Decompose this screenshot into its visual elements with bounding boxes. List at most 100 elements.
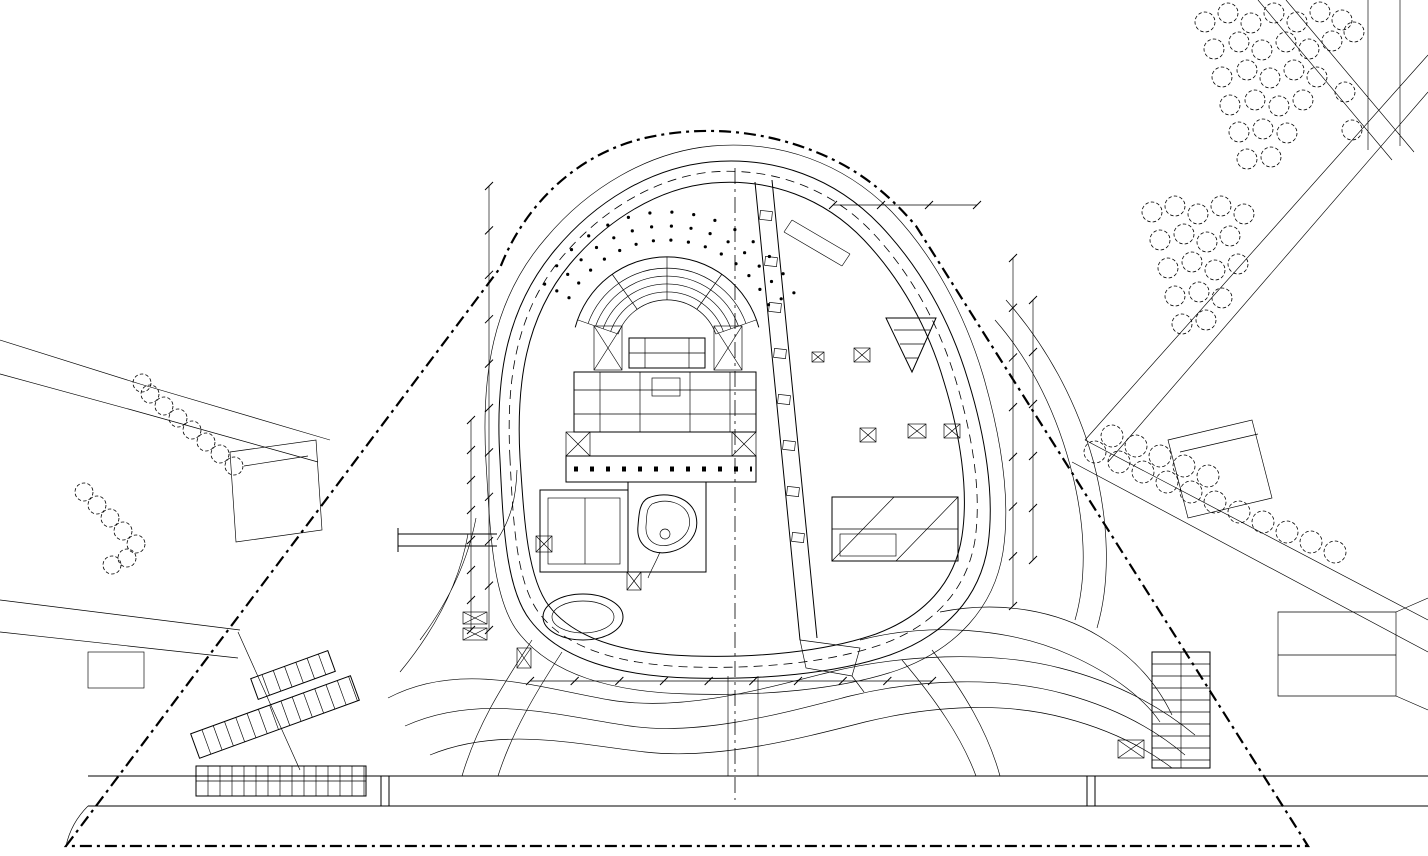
tree-canopy: [1321, 30, 1343, 52]
planter-block: [768, 302, 782, 313]
perimeter-roads: [65, 469, 1428, 847]
plaza-dot: [757, 264, 761, 268]
plaza-dot: [767, 254, 772, 259]
plaza-dot: [689, 226, 693, 230]
site-boundary: [63, 129, 1310, 848]
tree-canopy: [113, 521, 133, 541]
hatched-block: [565, 431, 591, 457]
plaza-dot: [713, 218, 717, 222]
service-blocks: [462, 325, 1145, 759]
dimension-tick: [484, 448, 494, 457]
dimension-tick: [466, 445, 476, 455]
tree-canopy: [1343, 21, 1365, 43]
tree-canopy: [1211, 66, 1233, 88]
hatched-triangle-canopy: [885, 317, 937, 374]
plaza-dot: [589, 268, 593, 272]
planter-block: [782, 440, 796, 451]
dimension-tick: [838, 676, 848, 686]
hatched-block: [593, 325, 623, 371]
tree-canopy: [1179, 480, 1203, 504]
tree-canopy: [1196, 464, 1220, 488]
tree-canopy: [117, 548, 137, 568]
street-trees: [74, 1, 1365, 575]
tree-canopy: [1171, 313, 1193, 335]
tree-canopy: [1107, 450, 1131, 474]
dimension-tick: [570, 676, 580, 686]
tree-canopy: [1100, 424, 1124, 448]
tree-canopy: [100, 508, 120, 528]
planter-block: [773, 348, 787, 359]
planter-block: [759, 210, 773, 221]
west-street-network: [0, 339, 331, 771]
tree-canopy: [1298, 38, 1320, 60]
tree-canopy: [126, 534, 146, 554]
tree-canopy: [1164, 285, 1186, 307]
dimension-tick: [484, 270, 494, 280]
tree-canopy: [1210, 195, 1232, 217]
parking-strip: [195, 765, 367, 797]
plaza-dot: [555, 289, 559, 293]
dimension-tick: [1028, 503, 1038, 513]
hatched-block: [811, 351, 825, 363]
aisle-lines: [577, 257, 757, 335]
plaza-dot: [670, 210, 674, 214]
tree-canopy: [168, 408, 188, 428]
dimension-tick: [924, 200, 934, 210]
dimension-tick: [793, 676, 803, 686]
tree-canopy: [1131, 460, 1155, 484]
tree-canopy: [1228, 121, 1250, 143]
dimension-tick: [1028, 347, 1038, 357]
plaza-dot: [569, 248, 574, 252]
tree-canopy: [132, 373, 152, 393]
dimension-tick: [525, 676, 535, 686]
tree-canopy: [1259, 67, 1281, 89]
hatched-block: [859, 427, 877, 443]
courtyard-pond: [637, 494, 698, 554]
plaza-dot: [669, 238, 673, 242]
tree-canopy: [1219, 94, 1241, 116]
plaza-dot: [692, 213, 696, 217]
plaza-dot: [779, 297, 783, 301]
plaza-dot: [758, 287, 762, 291]
dimension-tick: [484, 359, 494, 368]
tree-canopy: [1275, 520, 1299, 544]
tree-canopy: [1217, 2, 1239, 24]
dimension-tick: [614, 676, 624, 686]
planter-block: [777, 394, 791, 405]
parking-stall-line: [269, 705, 279, 730]
parking-stall-line: [258, 709, 268, 734]
dimension-tick: [972, 200, 982, 210]
auditorium-outer-arc: [574, 256, 760, 328]
tree-canopy: [1236, 148, 1258, 170]
tree-canopy: [140, 384, 160, 404]
hatched-block: [535, 535, 553, 553]
tree-canopy: [1323, 540, 1347, 564]
dimension-tick: [1028, 555, 1038, 565]
dimension-tick: [484, 581, 494, 590]
parking-stall-line: [303, 692, 313, 718]
hatched-block: [943, 423, 961, 439]
southwest-wing: [539, 489, 629, 573]
parking-stall-line: [201, 729, 212, 755]
landscape-contours: [387, 299, 1196, 769]
parking-stall-line: [336, 680, 347, 706]
fan-shaped-auditorium: [543, 210, 796, 369]
dimension-tick: [484, 226, 494, 235]
dimension-lines: [466, 181, 1038, 686]
parking-stall-line: [295, 662, 304, 684]
hatched-block: [907, 423, 927, 439]
dimension-tick: [1008, 353, 1018, 362]
tree-canopy: [1309, 1, 1331, 23]
dimension-tick: [748, 676, 758, 686]
seating-arcs: [574, 256, 760, 335]
plaza-dot: [567, 296, 571, 300]
parking-stall-line: [212, 725, 223, 751]
dimension-tick: [1008, 253, 1018, 263]
tree-canopy: [1083, 440, 1107, 464]
inner-ring-road: [484, 144, 1007, 695]
parking-stall-line: [306, 658, 315, 679]
tree-canopy: [154, 396, 174, 416]
hatched-block: [731, 431, 757, 457]
dimension-tick: [882, 676, 892, 686]
tree-canopy: [1148, 444, 1172, 468]
